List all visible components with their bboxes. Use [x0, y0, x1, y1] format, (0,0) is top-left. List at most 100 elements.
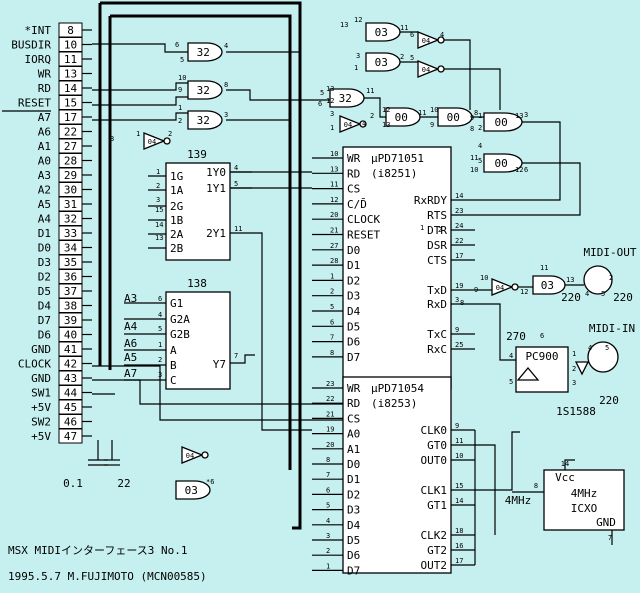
connector-signal-label: D1 — [38, 227, 51, 240]
ic-8253-right-label: GT2 — [427, 544, 447, 557]
gate-pin-number: 9 — [178, 86, 182, 94]
connector-pin-number: 34 — [64, 242, 78, 255]
gate-pin-number: 4 — [224, 42, 228, 50]
gate-pin-number: 11 — [400, 24, 408, 32]
gate-pin-number: 11 — [470, 154, 478, 162]
wire — [92, 365, 343, 421]
ic-139-left-label: 1G — [170, 170, 183, 183]
gate-pin-number: 8 — [460, 299, 464, 307]
ic-139-left-label: 2G — [170, 200, 183, 213]
ic-8251-left-label: C/D̄ — [347, 198, 367, 211]
nand-gate-00-label: 00 — [395, 111, 408, 124]
gate-pin-number: 9 — [474, 286, 478, 294]
midi-in-resistor: 270 — [506, 330, 526, 343]
ic-138-right-label: Y7 — [213, 358, 226, 371]
gate-pin-number: 6 — [410, 31, 414, 39]
connector-pin-number: 33 — [64, 227, 77, 240]
nand-gate-03 — [365, 52, 401, 72]
inverter-04-label: 04 — [344, 121, 352, 129]
connector-signal-label: +5V — [31, 401, 51, 414]
connector-signal-label: D4 — [38, 300, 52, 313]
gate-pin-number: 3 — [330, 110, 334, 118]
ic-8251-box — [342, 146, 452, 390]
ic-8253-left-label: RD — [347, 397, 360, 410]
gate-pin-number: 1 — [136, 130, 140, 138]
gate-pin-number: 10 — [178, 74, 186, 82]
ic-8253-right-label: GT0 — [427, 439, 447, 452]
parts — [58, 22, 625, 574]
ic-138-pin-number: 6 — [158, 295, 162, 303]
protection-diode-icon — [574, 361, 590, 376]
ic-8253-left-label: D4 — [347, 519, 361, 532]
wire — [100, 1, 302, 530]
connector-signal-label: *INT — [25, 24, 52, 37]
ic-8251-left-pin: 10 — [330, 150, 338, 158]
ic-8251-right-label: RxRDY — [414, 194, 447, 207]
gate-pin-number: 12 — [520, 288, 528, 296]
cap-label: 0.1 — [63, 477, 83, 490]
gate-pin-number: 12 — [354, 16, 362, 24]
ic-8251-right-pin: 3 — [455, 296, 459, 304]
ic-8251-right-pin: 19 — [455, 282, 463, 290]
ic-138-left-label: B — [170, 359, 177, 372]
midi-out-pin: 2 — [609, 274, 613, 282]
midi-in-pin: 5 — [605, 344, 609, 352]
gate-pin-number: 12 — [382, 106, 390, 114]
gate-pin-number: 1 — [478, 112, 482, 120]
ic-8251-left-pin: 1 — [330, 272, 334, 280]
connector-signal-label: +5V — [31, 430, 51, 443]
ic-138-pin-number: 1 — [158, 341, 162, 349]
footer-credit: 1995.5.7 M.FUJIMOTO (MCN00585) — [8, 570, 207, 583]
connector-pin-number: 42 — [64, 358, 77, 371]
nand-gate-00 — [483, 153, 523, 173]
nand-gate-00 — [437, 107, 473, 127]
midi-out-resistor: 220 — [613, 291, 633, 304]
ic-8253-left-label: D3 — [347, 504, 360, 517]
ic-139-box — [165, 162, 231, 261]
connector-pin-number: 44 — [64, 387, 78, 400]
ic-8253-left-label: A0 — [347, 428, 360, 441]
ic-139-right-label: 2Y1 — [206, 227, 226, 240]
wire — [364, 97, 386, 118]
inverter-04 — [143, 132, 166, 150]
connector-signal-label: BUSDIR — [11, 39, 51, 52]
or-gate-32 — [187, 42, 223, 62]
connector-pin-number: 41 — [64, 343, 77, 356]
ic-8253-box — [342, 376, 452, 574]
gate-pin-number: 8 — [470, 125, 474, 133]
ic-8251-left-pin: 11 — [330, 181, 338, 189]
ic-8253-left-label: A1 — [347, 443, 360, 456]
ic-8251-title: µPD71051 — [371, 152, 424, 165]
wire — [443, 39, 471, 110]
gate-pin-number: 6 — [318, 100, 322, 108]
oscillator-label: 4MHz — [571, 487, 598, 500]
ic-8251-right-pin: 17 — [455, 252, 463, 260]
ic-8251-left-pin: 13 — [330, 165, 338, 173]
gate-pin-number: 6 — [175, 41, 179, 49]
ic-138-pin-number: 4 — [158, 311, 162, 319]
gate-pin-number: 5 — [180, 56, 184, 64]
gate-pin-number: 3 — [224, 111, 228, 119]
midi-out-resistor: 220 — [561, 291, 581, 304]
ic-8253-right-pin: 9 — [455, 422, 459, 430]
inverter-04-label: 04 — [496, 284, 504, 292]
ic-139-pin-number: 3 — [156, 196, 160, 204]
ic-8253-right-label: OUT0 — [421, 454, 448, 467]
or-gate-32-label: 32 — [197, 46, 210, 59]
ic-138-title: 138 — [187, 277, 207, 290]
connector-pin-number: 47 — [64, 430, 77, 443]
connector-signal-label: D0 — [38, 242, 51, 255]
wire — [110, 14, 292, 470]
oscillator-label: ICXO — [571, 502, 598, 515]
gate-pin-number: 5 — [320, 89, 324, 97]
ic-8253-right-pin: 16 — [455, 542, 463, 550]
gate-pin-number: 13 — [326, 85, 334, 93]
gate-pin-number: 9 — [470, 114, 474, 122]
inverter-04-bubble — [437, 65, 445, 73]
nand-gate-00-label: 00 — [447, 111, 460, 124]
ic-139-pin-number: 1 — [156, 168, 160, 176]
connector-signal-label: IORQ — [25, 53, 52, 66]
connector-signal-label: A2 — [38, 184, 51, 197]
connector-signal-label: CLOCK — [18, 358, 51, 371]
ic-8251-left-pin: 6 — [330, 318, 334, 326]
